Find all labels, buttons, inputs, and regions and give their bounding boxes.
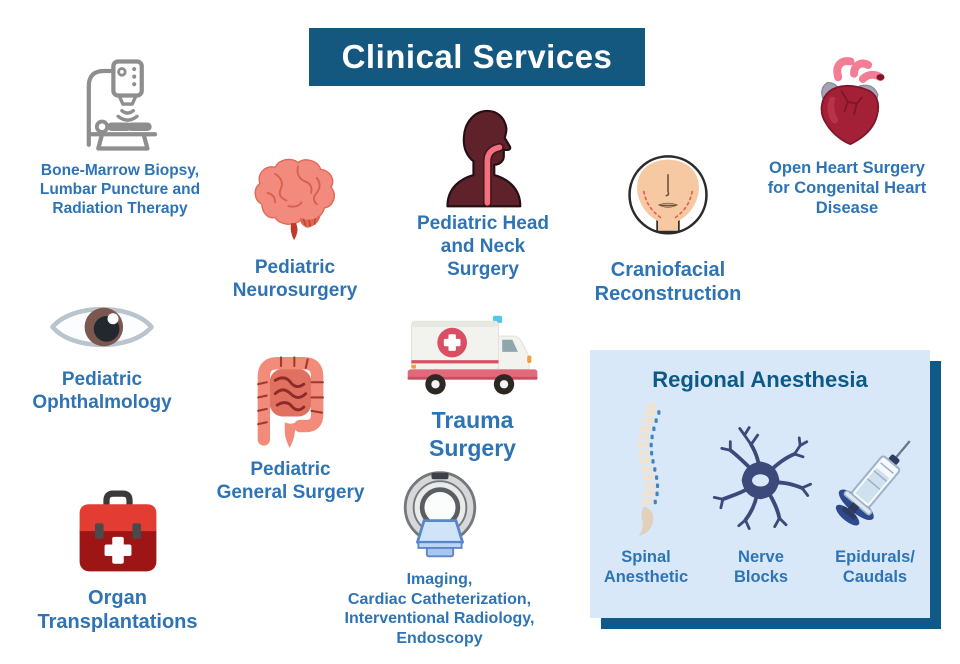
anesthesia-label: Nerve Blocks <box>733 548 789 587</box>
service-bone-marrow: Bone-Marrow Biopsy, Lumbar Puncture and … <box>15 56 225 219</box>
service-label: Organ Transplantations <box>37 587 198 634</box>
anesthesia-item-nerve-blocks: Nerve Blocks <box>702 419 820 587</box>
service-label: Imaging, Cardiac Catheterization, Interv… <box>344 571 535 647</box>
neuron-icon <box>712 426 812 530</box>
anesthesia-item-epidurals: Epidurals/ Caudals <box>820 427 930 587</box>
service-label: Pediatric Neurosurgery <box>232 257 358 302</box>
service-open-heart: Open Heart Surgery for Congenital Heart … <box>752 48 942 218</box>
eye-icon <box>50 306 154 348</box>
service-head-neck: Pediatric Head and Neck Surgery <box>393 104 573 282</box>
service-label: Pediatric Ophthalmology <box>32 369 172 414</box>
anesthesia-label: Epidurals/ Caudals <box>835 548 915 587</box>
service-label: Pediatric Head and Neck Surgery <box>417 213 549 281</box>
service-label: Open Heart Surgery for Congenital Heart … <box>767 159 927 218</box>
service-craniofacial: Craniofacial Reconstruction <box>578 148 758 307</box>
regional-anesthesia-title: Regional Anesthesia <box>652 367 868 392</box>
brain-icon <box>254 158 335 241</box>
radiation-therapy-machine-icon <box>86 59 158 151</box>
ambulance-icon <box>407 315 537 395</box>
service-general-surgery: Pediatric General Surgery <box>203 342 378 504</box>
anesthesia-label: Spinal Anesthetic <box>603 548 689 587</box>
mri-scanner-icon <box>403 471 476 558</box>
service-ophthalmology: Pediatric Ophthalmology <box>22 294 182 414</box>
regional-anesthesia-items: Spinal Anesthetic <box>590 399 930 587</box>
title-banner: Clinical Services <box>309 28 645 86</box>
spine-icon <box>637 402 661 537</box>
page-title: Clinical Services <box>341 38 613 75</box>
face-icon <box>628 155 708 235</box>
syringe-icon <box>835 440 911 526</box>
service-label: Craniofacial Reconstruction <box>594 259 742 306</box>
head-and-neck-icon <box>446 109 522 208</box>
service-trauma: Trauma Surgery <box>385 312 560 462</box>
service-imaging: Imaging, Cardiac Catheterization, Interv… <box>342 466 537 648</box>
first-aid-kit-icon <box>79 490 156 572</box>
service-organ-transplant: Organ Transplantations <box>25 488 210 635</box>
regional-anesthesia-panel: Regional Anesthesia <box>590 350 930 618</box>
service-neurosurgery: Pediatric Neurosurgery <box>205 154 385 302</box>
service-label: Trauma Surgery <box>429 407 516 462</box>
anesthesia-item-spinal: Spinal Anesthetic <box>590 399 702 587</box>
service-label: Bone-Marrow Biopsy, Lumbar Puncture and … <box>39 162 201 217</box>
anatomical-heart-icon <box>820 57 885 146</box>
intestines-icon <box>256 356 324 448</box>
service-label: Pediatric General Surgery <box>216 459 365 504</box>
